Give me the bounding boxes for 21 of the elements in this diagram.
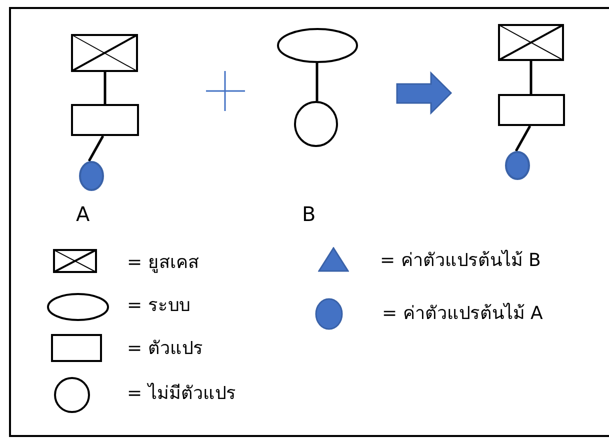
legend-text: = ค่าตัวแปรต้นไม้ A	[382, 302, 543, 326]
connector-line	[514, 125, 532, 152]
legend-text: = ตัวแปร	[127, 337, 203, 361]
no-variable-symbol	[294, 101, 338, 147]
legend-text: = ค่าตัวแปรต้นไม้ B	[380, 248, 541, 273]
connector-line	[88, 135, 104, 162]
system-symbol	[277, 28, 358, 63]
connector-line	[316, 63, 318, 101]
legend-text: = ยูสเคส	[127, 251, 199, 275]
tree-value-symbol	[79, 161, 104, 191]
use-case-symbol	[71, 34, 138, 72]
legend-text: = ระบบ	[127, 294, 190, 318]
diagram-label: A	[76, 202, 90, 226]
connector-line	[530, 61, 532, 94]
variable-symbol	[498, 94, 565, 126]
use-case-symbol	[498, 24, 564, 61]
connector-line	[104, 72, 106, 104]
tree-value-symbol	[505, 151, 530, 180]
variable-symbol	[71, 104, 139, 136]
diagram-label: B	[302, 202, 316, 226]
legend-text: = ไม่มีตัวแปร	[127, 382, 236, 406]
